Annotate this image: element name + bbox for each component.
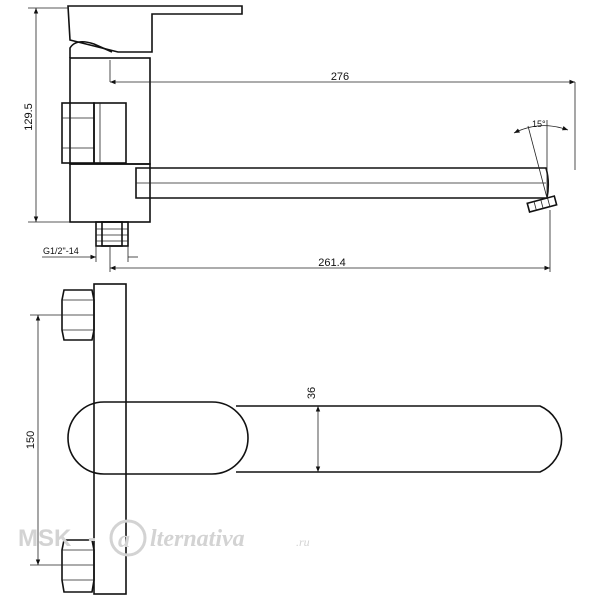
hex-nut-side (61, 102, 95, 164)
at-sign-icon: a (109, 519, 147, 557)
dim-center-distance: 150 (25, 431, 37, 449)
body-lower-block (69, 163, 151, 223)
top-view: 36 150 (25, 283, 563, 595)
watermark-brand: MSK (18, 525, 72, 552)
watermark-tld: .ru (296, 535, 310, 549)
side-view: 129.5 276 15° G1/2"-14 261.4 (23, 5, 576, 272)
hex-nut-top (61, 289, 95, 341)
watermark-logo: MSK - a lternativa .ru (18, 519, 310, 557)
spout-top (236, 405, 563, 473)
lever-neck (69, 40, 113, 58)
dim-spout-width: 36 (306, 387, 318, 399)
watermark-script: lternativa (150, 526, 245, 552)
svg-text:-: - (88, 525, 96, 552)
lever-handle (67, 5, 243, 53)
mounting-bar (93, 283, 127, 595)
dim-swivel-angle: 15° (532, 119, 546, 129)
dim-total-height: 129.5 (23, 103, 35, 131)
aerator-tip (526, 195, 558, 213)
hex-nut-bottom (61, 539, 95, 593)
dim-reach-bottom: 261.4 (318, 257, 346, 269)
dim-reach-top: 276 (331, 71, 349, 83)
dim-connection-thread: G1/2"-14 (43, 246, 79, 256)
threaded-connector (95, 221, 129, 247)
svg-text:a: a (118, 527, 130, 553)
round-body-top (67, 401, 249, 475)
eccentric-connector (93, 102, 127, 164)
